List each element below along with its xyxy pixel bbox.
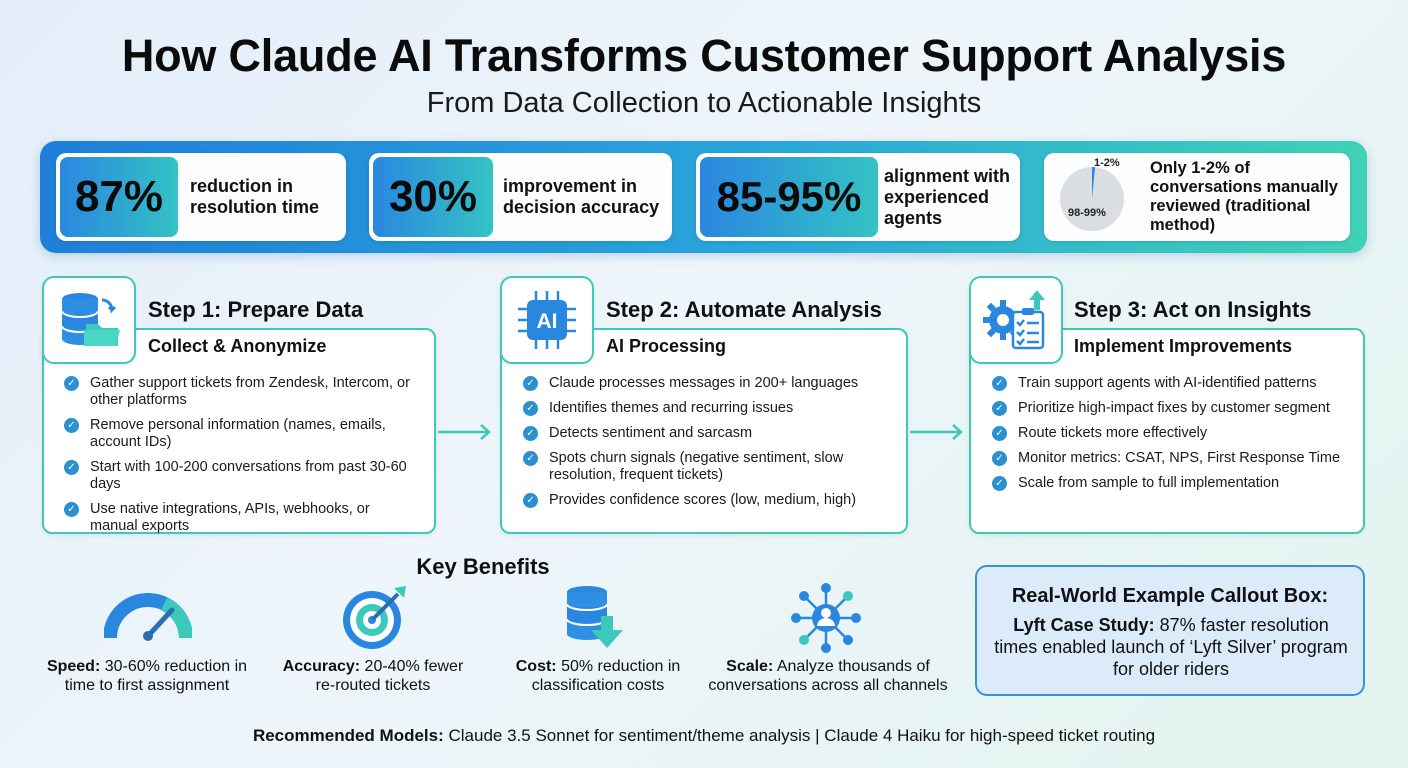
review-text: Only 1-2% of conversations manually revi… — [1150, 159, 1338, 234]
stat-label: improvement in decision accuracy — [503, 176, 660, 217]
list-item: ✓Scale from sample to full implementatio… — [992, 475, 1357, 492]
stat-label: alignment with experienced agents — [884, 165, 1010, 228]
stat-value: 30% — [373, 157, 493, 237]
stat-card-resolution: 87% reduction in resolution time — [56, 153, 346, 241]
step-3-title: Step 3: Act on Insights — [1074, 297, 1312, 322]
check-icon: ✓ — [64, 502, 79, 517]
page-subtitle: From Data Collection to Actionable Insig… — [426, 87, 982, 119]
arrow-right-icon — [910, 424, 963, 440]
target-icon — [343, 586, 406, 649]
step-2-title: Step 2: Automate Analysis — [606, 297, 882, 322]
list-item: ✓Train support agents with AI-identified… — [992, 375, 1357, 392]
list-item: ✓Route tickets more effectively — [992, 425, 1357, 442]
stat-value: 85-95% — [700, 157, 878, 237]
pie-large-label: 98-99% — [1068, 207, 1106, 219]
footer-recommended-models: Recommended Models: Claude 3.5 Sonnet fo… — [252, 726, 1156, 745]
stat-card-accuracy: 30% improvement in decision accuracy — [369, 153, 672, 241]
list-item: ✓Identifies themes and recurring issues — [523, 400, 891, 417]
check-icon: ✓ — [523, 376, 538, 391]
stats-banner: 87% reduction in resolution time 30% imp… — [40, 141, 1367, 253]
check-icon: ✓ — [64, 460, 79, 475]
callout-box: Real-World Example Callout Box: Lyft Cas… — [975, 565, 1365, 696]
list-item: ✓Remove personal information (names, ema… — [64, 417, 416, 451]
step-2-bullets: ✓Claude processes messages in 200+ langu… — [523, 375, 891, 517]
benefit-scale: Scale: Analyze thousands of conversation… — [708, 658, 948, 694]
key-benefits-heading: Key Benefits — [416, 554, 550, 579]
arrow-right-icon — [438, 424, 491, 440]
list-item: ✓Prioritize high-impact fixes by custome… — [992, 400, 1357, 417]
step-2-subtitle: AI Processing — [606, 336, 727, 356]
network-user-icon — [791, 583, 861, 653]
step-3-subtitle: Implement Improvements — [1074, 336, 1293, 356]
stat-card-manual-review: 1-2% 98-99% Only 1-2% of conversations m… — [1044, 153, 1350, 241]
check-icon: ✓ — [523, 451, 538, 466]
list-item: ✓Gather support tickets from Zendesk, In… — [64, 375, 416, 409]
check-icon: ✓ — [523, 493, 538, 508]
benefit-cost: Cost: 50% reduction in classification co… — [515, 658, 681, 694]
step-2-icon-box: AI — [500, 276, 594, 364]
pie-small-label: 1-2% — [1094, 157, 1120, 169]
step-1-subtitle: Collect & Anonymize — [148, 336, 327, 356]
step-3-icon-box — [969, 276, 1063, 364]
stat-value: 87% — [60, 157, 178, 237]
database-down-icon — [566, 586, 623, 648]
list-item: ✓Start with 100-200 conversations from p… — [64, 459, 416, 493]
step-1-bullets: ✓Gather support tickets from Zendesk, In… — [64, 375, 416, 543]
check-icon: ✓ — [64, 376, 79, 391]
stat-card-alignment: 85-95% alignment with experienced agents — [696, 153, 1020, 241]
check-icon: ✓ — [523, 426, 538, 441]
benefit-accuracy: Accuracy: 20-40% fewer re-routed tickets — [282, 658, 464, 694]
list-item: ✓Spots churn signals (negative sentiment… — [523, 450, 891, 484]
list-item: ✓Detects sentiment and sarcasm — [523, 425, 891, 442]
check-icon: ✓ — [523, 401, 538, 416]
list-item: ✓Claude processes messages in 200+ langu… — [523, 375, 891, 392]
review-pie-chart — [1060, 167, 1124, 231]
check-icon: ✓ — [64, 418, 79, 433]
speedometer-icon — [104, 593, 192, 641]
list-item: ✓Use native integrations, APIs, webhooks… — [64, 501, 416, 535]
callout-body: Lyft Case Study: 87% faster resolution t… — [994, 615, 1348, 679]
callout-title: Real-World Example Callout Box: — [1011, 585, 1329, 607]
step-1-title: Step 1: Prepare Data — [148, 297, 364, 322]
check-icon: ✓ — [992, 451, 1007, 466]
list-item: ✓Monitor metrics: CSAT, NPS, First Respo… — [992, 450, 1357, 467]
step-1-icon-box — [42, 276, 136, 364]
check-icon: ✓ — [992, 476, 1007, 491]
ai-chip-icon: AI — [518, 291, 576, 349]
check-icon: ✓ — [992, 401, 1007, 416]
pie-slice-reviewed — [1092, 167, 1096, 199]
stat-label: reduction in resolution time — [190, 176, 320, 217]
step-3-bullets: ✓Train support agents with AI-identified… — [992, 375, 1357, 500]
list-item: ✓Provides confidence scores (low, medium… — [523, 492, 891, 509]
gear-checklist-icon — [983, 290, 1045, 350]
database-folder-icon — [61, 293, 120, 346]
page-title: How Claude AI Transforms Customer Suppor… — [121, 30, 1287, 81]
svg-text:AI: AI — [537, 310, 558, 333]
check-icon: ✓ — [992, 426, 1007, 441]
benefit-speed: Speed: 30-60% reduction in time to first… — [46, 658, 248, 694]
check-icon: ✓ — [992, 376, 1007, 391]
